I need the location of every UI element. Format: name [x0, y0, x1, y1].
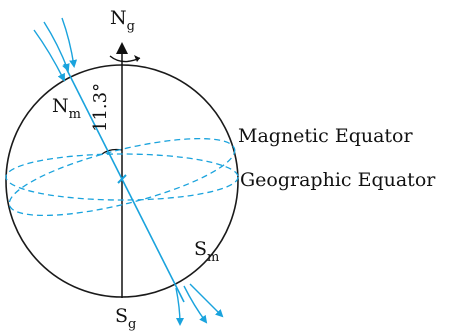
- magnetic-axis-line: [63, 63, 185, 303]
- magnetic-equator-label: Magnetic Equator: [238, 125, 413, 147]
- magnetic-equator-ellipse: [8, 137, 236, 217]
- rotation-arrowhead-icon: [134, 55, 140, 62]
- geographic-north-label: Ng: [110, 7, 135, 34]
- declination-angle-label: 11.3°: [90, 83, 111, 132]
- magnetic-north-label: Nm: [52, 95, 81, 122]
- field-line-top-3: [61, 17, 78, 68]
- field-line-top-1: [33, 29, 65, 82]
- geographic-equator-label: Geographic Equator: [240, 169, 436, 191]
- geographic-equator-ellipse: [5, 153, 239, 201]
- field-line-bottom-2: [183, 285, 208, 324]
- geographic-south-label: Sg: [115, 305, 136, 332]
- field-line-bottom-1: [175, 287, 184, 326]
- north-arrow-icon: [116, 42, 128, 54]
- magnetic-south-label: Sm: [194, 238, 219, 265]
- field-line-top-2: [43, 21, 70, 72]
- field-line-bottom-3: [189, 283, 224, 318]
